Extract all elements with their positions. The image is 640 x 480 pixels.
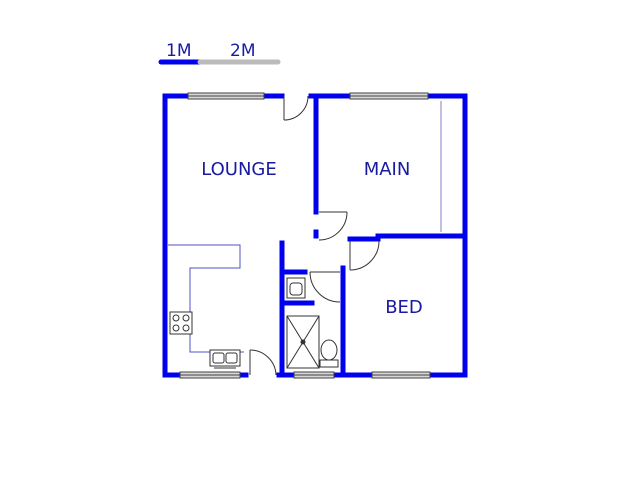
- stove-icon: [169, 311, 193, 335]
- room-label-lounge: LOUNGE: [201, 159, 277, 180]
- door-bed: [349, 240, 380, 271]
- scale-bar: 1M 2M: [158, 41, 281, 65]
- door-bath: [309, 271, 341, 303]
- door-top-entry: [283, 95, 309, 121]
- room-label-main: MAIN: [364, 159, 411, 180]
- windows: [179, 92, 431, 379]
- scale-label-1m: 1M: [166, 41, 191, 61]
- doors: [249, 95, 380, 376]
- kitchen-sink-icon: [209, 349, 241, 369]
- shower-icon: [286, 315, 320, 369]
- room-label-bed: BED: [385, 297, 423, 318]
- door-main: [318, 211, 348, 241]
- toilet-icon: [319, 339, 339, 368]
- scale-label-2m: 2M: [230, 41, 255, 61]
- kitchen-counter: [168, 244, 244, 353]
- door-front: [249, 349, 277, 376]
- basin-icon: [286, 277, 306, 299]
